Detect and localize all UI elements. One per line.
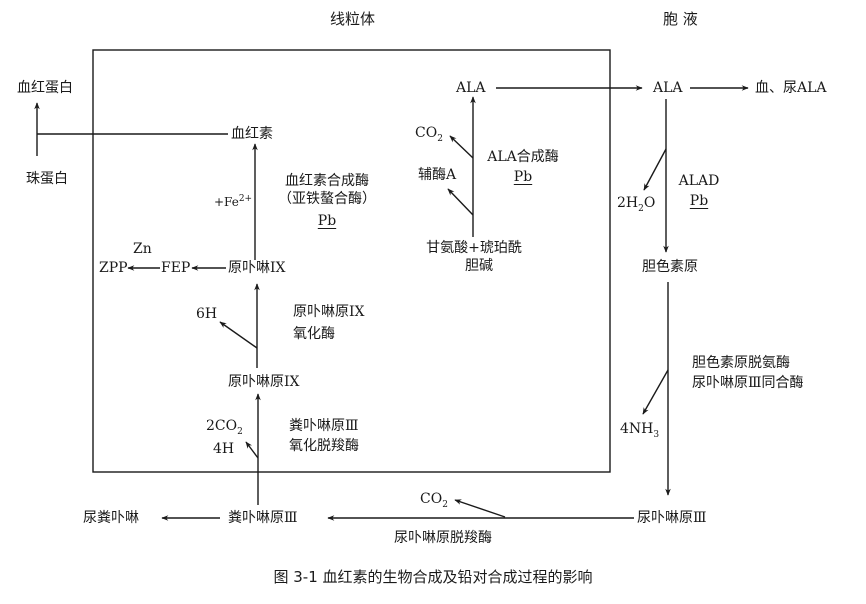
fe-charge: 2+ [238, 194, 253, 204]
two-co2-sub: 2 [237, 426, 243, 437]
co2-mito-sub: 2 [437, 133, 443, 144]
node-blood-urine-ala: 血、尿ALA [755, 80, 827, 96]
enzyme-ala-synthase: ALA合成酶 Pb [478, 148, 568, 186]
pb-inhibition-ferrochelatase: Pb [317, 213, 337, 229]
arrow-6h [219, 321, 258, 349]
node-co2-bottom: CO2 [420, 490, 448, 514]
enzyme-ferrochelatase-alias: （亚铁螯合酶） [278, 191, 376, 207]
node-4h: 4H [213, 441, 235, 457]
node-ala-cytosol: ALA [653, 80, 683, 96]
pb-inhibition-alas: Pb [513, 169, 533, 185]
node-2co2: 2CO2 [206, 417, 243, 441]
node-fep: FEP [161, 260, 191, 276]
nh3-text: 4NH [620, 421, 654, 437]
enzyme-alad: ALAD Pb [676, 172, 722, 210]
nh3-sub: 3 [653, 429, 660, 440]
node-co2-mitochondria: CO2 [415, 124, 443, 148]
mitochondria-boundary [92, 49, 611, 473]
arrow-co2-bottom [454, 499, 506, 518]
node-6h: 6H [196, 306, 218, 322]
node-2h2o: 2H2O [617, 194, 655, 218]
enzyme-coproporphyrinogen-oxidase: 粪卟啉原Ⅲ 氧化脱羧酶 [289, 417, 359, 455]
pb-inhibition-alad: Pb [689, 193, 709, 209]
glycine-line-1: 甘氨酸+琥珀酰 [426, 240, 522, 256]
arrow-4nh3 [642, 369, 669, 415]
region-mitochondria-label: 线粒体 [330, 10, 376, 28]
node-globin: 珠蛋白 [26, 171, 68, 187]
enzyme-ferrochelatase-name: 血红素合成酶 [285, 173, 369, 189]
enzyme-alas-name: ALA合成酶 [487, 149, 559, 165]
node-coenzyme-a: 辅酶A [418, 167, 457, 183]
node-porphobilinogen: 胆色素原 [642, 259, 698, 275]
enzyme-ppo-name-1: 原卟啉原IX [293, 304, 365, 320]
enzyme-pbgd-name: 胆色素原脱氨酶 [692, 355, 790, 371]
glycine-line-2: 胆碱 [465, 258, 493, 274]
co2-bottom-text: CO [420, 491, 443, 507]
arrow-coa [447, 188, 474, 216]
node-zpp: ZPP [99, 260, 128, 276]
h2o-sub: 2 [638, 203, 644, 214]
node-urinary-coproporphyrin: 尿粪卟啉 [83, 510, 139, 526]
co2-mito-text: CO [415, 125, 438, 141]
co2-bottom-sub: 2 [442, 499, 448, 510]
node-uroporphyrinogen-iii: 尿卟啉原Ⅲ [637, 510, 707, 526]
arrow-co2-mito [449, 135, 474, 159]
enzyme-uros-name: 尿卟啉原Ⅲ同合酶 [692, 375, 804, 391]
node-protoporphyrinogen-ix: 原卟啉原IX [228, 374, 300, 390]
node-hemoglobin: 血红蛋白 [17, 80, 73, 96]
two-co2-text: 2CO [206, 418, 238, 434]
enzyme-uroporphyrinogen-decarboxylase: 尿卟啉原脱羧酶 [394, 530, 492, 546]
fe-text: +Fe [214, 195, 239, 209]
node-coproporphyrinogen-iii: 粪卟啉原Ⅲ [228, 510, 298, 526]
node-ala-mitochondria: ALA [456, 80, 486, 96]
h2o-text-h: 2H [617, 195, 639, 211]
region-cytosol-label: 胞 液 [663, 10, 698, 28]
node-4nh3: 4NH3 [620, 420, 659, 444]
node-fe2plus: +Fe2+ [214, 190, 252, 211]
h2o-text-o: O [643, 195, 656, 211]
node-protoporphyrin-ix: 原卟啉IX [228, 260, 286, 276]
figure-caption: 图 3-1 血红素的生物合成及铅对合成过程的影响 [273, 568, 593, 586]
arrow-2co2-4h [245, 441, 259, 459]
node-heme: 血红素 [231, 126, 273, 142]
enzyme-protoporphyrinogen-oxidase: 原卟啉原IX 氧化酶 [293, 303, 365, 343]
enzyme-alad-name: ALAD [678, 173, 720, 189]
enzyme-ppo-name-2: 氧化酶 [293, 326, 335, 342]
enzyme-pbg-deaminase: 胆色素原脱氨酶 尿卟啉原Ⅲ同合酶 [692, 354, 804, 392]
enzyme-cpo-name-1: 粪卟啉原Ⅲ [289, 418, 359, 434]
enzyme-ferrochelatase: 血红素合成酶 （亚铁螯合酶） Pb [272, 172, 382, 230]
node-zn: Zn [133, 241, 152, 257]
arrow-2h2o [643, 148, 667, 191]
enzyme-cpo-name-2: 氧化脱羧酶 [289, 438, 359, 454]
node-glycine-succinyl-coa: 甘氨酸+琥珀酰 胆碱 [414, 239, 534, 275]
